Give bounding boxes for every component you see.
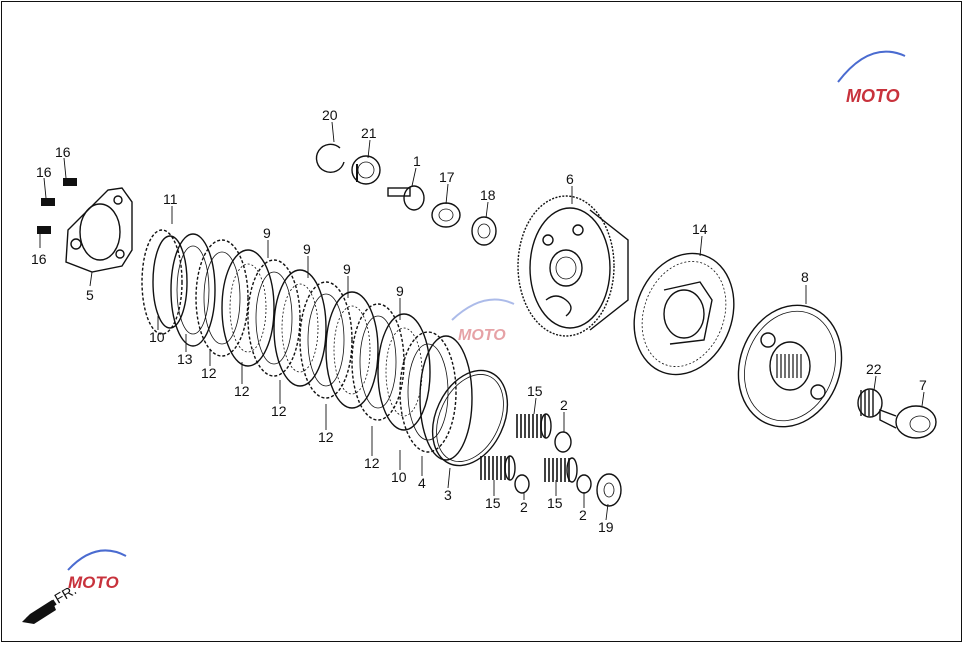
label-16-top: 16 [55, 144, 71, 160]
clutch-plate-stack [141, 229, 457, 453]
label-4: 4 [418, 475, 426, 491]
circlip-20-part [315, 143, 345, 173]
watermark-text-bottom: MOTO [68, 573, 119, 592]
label-2-top: 2 [560, 397, 568, 413]
collar-7-part [879, 405, 937, 439]
label-19: 19 [598, 519, 614, 535]
label-12-b: 12 [234, 383, 250, 399]
label-15-right: 15 [547, 495, 563, 511]
clutch-basket-6-part [517, 195, 629, 337]
label-17: 17 [439, 169, 455, 185]
pressure-plate-8-part [737, 304, 843, 428]
label-13: 13 [177, 351, 193, 367]
washer-18-part [471, 216, 497, 246]
label-8: 8 [801, 269, 809, 285]
label-3: 3 [444, 487, 452, 503]
label-15-top: 15 [527, 383, 543, 399]
spring-15-right-part [542, 457, 578, 483]
arrow-down-left-icon [22, 599, 57, 624]
pushrod-1-part [387, 185, 425, 211]
label-9-b: 9 [303, 241, 311, 257]
watermark-text-center: MOTO [458, 327, 506, 344]
label-5: 5 [86, 287, 94, 303]
label-2-right: 2 [579, 507, 587, 523]
label-10-right: 10 [391, 469, 407, 485]
pressure-flange-part [65, 187, 133, 273]
label-9-d: 9 [396, 283, 404, 299]
leader-lines [39, 121, 925, 521]
label-1: 1 [413, 153, 421, 169]
label-2-left: 2 [520, 499, 528, 515]
ring-4-part [419, 335, 473, 461]
moto-logo-icon: MOTO [837, 50, 906, 106]
label-16-bottom: 16 [31, 251, 47, 267]
label-12-d: 12 [318, 429, 334, 445]
label-14: 14 [692, 221, 708, 237]
needle-bearing-22-part [857, 388, 883, 418]
label-12-c: 12 [271, 403, 287, 419]
label-22: 22 [866, 361, 882, 377]
label-21: 21 [361, 125, 377, 141]
moto-logo-icon: MOTO [67, 549, 127, 592]
spring-15-top-part [516, 413, 552, 439]
label-20: 20 [322, 107, 338, 123]
label-12-a: 12 [201, 365, 217, 381]
ring-3-part [431, 369, 509, 467]
label-10-left: 10 [149, 329, 165, 345]
label-11: 11 [163, 191, 178, 207]
bolt-16-parts [37, 178, 77, 234]
part-labels: 20 21 1 17 18 6 14 8 22 7 11 16 16 16 5 … [31, 107, 927, 535]
watermark-text-top: MOTO [846, 86, 900, 106]
label-12-e: 12 [364, 455, 380, 471]
bearing-21-part [351, 155, 381, 185]
clutch-center-14-part [633, 252, 735, 376]
label-18: 18 [480, 187, 496, 203]
label-9-a: 9 [263, 225, 271, 241]
washer-19-part [596, 473, 622, 507]
label-15-left: 15 [485, 495, 501, 511]
moto-logo-icon: MOTO [451, 298, 515, 344]
spring-15-left-part [480, 455, 516, 481]
bushing-17-part [431, 202, 461, 228]
label-9-c: 9 [343, 261, 351, 277]
label-7: 7 [919, 377, 927, 393]
label-16-mid: 16 [36, 164, 52, 180]
label-6: 6 [566, 171, 574, 187]
